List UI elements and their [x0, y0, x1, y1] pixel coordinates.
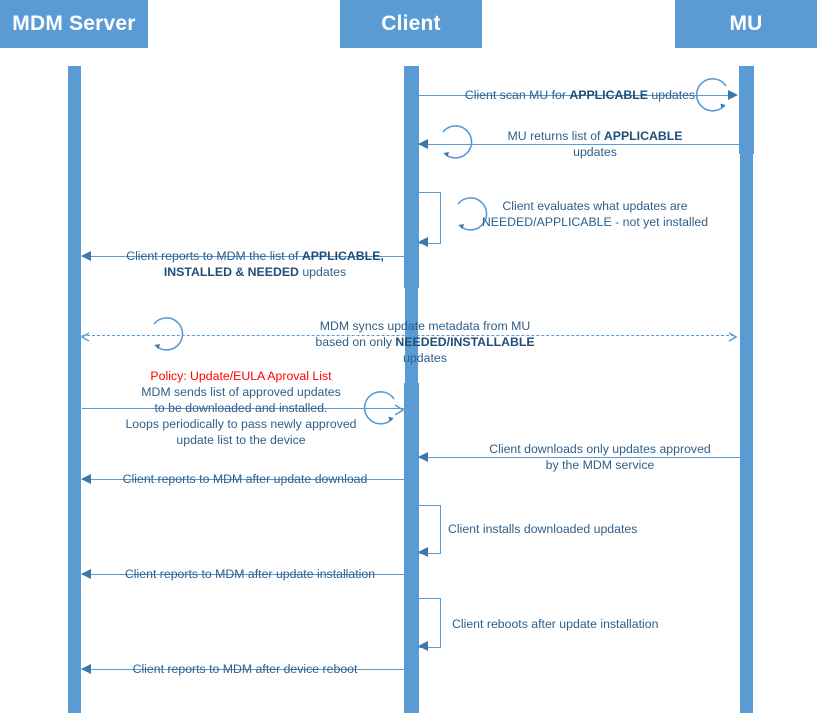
loop-icon-m5 [142, 312, 188, 358]
message-label-m7: Client downloads only updates approved by… [460, 441, 740, 473]
self-call-box-m11 [418, 598, 441, 648]
message-label-m8: Client reports to MDM after update downl… [110, 471, 380, 487]
message-text-line: Client reports to MDM after update insta… [124, 567, 376, 581]
arrow-head-m6 [392, 403, 405, 416]
arrow-head-m9 [418, 547, 428, 557]
loop-icon-m3 [446, 192, 492, 238]
actor-header-client: Client [340, 0, 482, 48]
activation-bar-client-scan [404, 66, 419, 288]
message-label-m11: Client reboots after update installation [452, 616, 682, 632]
arrow-head-m10 [81, 569, 91, 579]
message-text-line: Client reboots after update installation [452, 617, 659, 631]
message-line-m1 [419, 95, 733, 96]
lifeline-mdm-server [68, 66, 81, 713]
arrow-head-m7 [418, 452, 428, 462]
actor-header-mu: MU [675, 0, 817, 48]
message-label-m1: Client scan MU for APPLICABLE updates [440, 87, 720, 103]
message-text-line: Client scan MU for APPLICABLE updates [464, 88, 696, 102]
message-text-line: based on only NEEDED/INSTALLABLE updates [315, 335, 535, 365]
arrow-head-m4 [81, 251, 91, 261]
message-text-line: updates [573, 145, 617, 159]
arrow-head-m1 [728, 90, 738, 100]
message-text-line: Client downloads only updates approved [489, 442, 711, 456]
actor-label-mu: MU [729, 12, 763, 35]
message-label-m4: Client reports to MDM the list of APPLIC… [110, 248, 400, 280]
message-line-m2 [419, 144, 740, 145]
message-line-m12 [82, 669, 404, 670]
message-line-m6 [82, 408, 404, 409]
policy-annotation-m6: Policy: Update/EULA Aproval List [150, 369, 332, 383]
message-text-line: Client reports to MDM after device reboo… [132, 662, 358, 676]
message-line-m8 [82, 479, 404, 480]
loop-icon-m2 [431, 120, 477, 166]
message-label-m2: MU returns list of APPLICABLE updates [480, 128, 710, 160]
arrow-head-m5-right [726, 331, 738, 342]
arrow-head-m8 [81, 474, 91, 484]
message-label-m5: MDM syncs update metadata from MU based o… [295, 318, 555, 366]
arrow-head-m5-left [80, 331, 90, 342]
message-text-line: Client installs downloaded updates [448, 522, 638, 536]
self-call-box-m3 [418, 192, 441, 244]
message-line-m10 [82, 574, 404, 575]
arrow-head-m3 [418, 237, 428, 247]
message-text-line: by the MDM service [545, 458, 655, 472]
actor-label-client: Client [381, 12, 441, 35]
message-label-m10: Client reports to MDM after update insta… [110, 566, 390, 582]
arrow-head-m12 [81, 664, 91, 674]
message-label-m12: Client reports to MDM after device reboo… [110, 661, 380, 677]
message-text-line: NEEDED/APPLICABLE - not yet installed [481, 215, 709, 229]
self-call-box-m9 [418, 505, 441, 554]
arrow-head-m11 [418, 641, 428, 651]
message-line-m5 [82, 335, 734, 336]
message-text-line: to be downloaded and installed. [154, 401, 328, 415]
loop-icon-m1 [692, 72, 738, 118]
activation-bar-client-update [404, 383, 419, 713]
message-text-line: update list to the device [176, 433, 306, 447]
lifeline-mu [740, 66, 753, 713]
loop-icon-m6 [360, 385, 406, 431]
message-line-m4 [82, 256, 404, 257]
message-text-line: MU returns list of APPLICABLE [507, 129, 683, 143]
message-text-line: Client reports to MDM the list of APPLIC… [126, 249, 384, 263]
arrow-head-m2 [418, 139, 428, 149]
message-text-line: Loops periodically to pass newly approve… [125, 417, 357, 431]
actor-header-mdm-server: MDM Server [0, 0, 148, 48]
message-text-line: MDM sends list of approved updates [141, 385, 341, 399]
actor-label-mdm-server: MDM Server [12, 12, 136, 35]
message-text-line: MDM syncs update metadata from MU [319, 319, 531, 333]
message-label-m9: Client installs downloaded updates [448, 521, 668, 537]
message-line-m7 [419, 457, 740, 458]
activation-bar-mu-scan [739, 66, 754, 154]
message-text-line: Client evaluates what updates are [502, 199, 688, 213]
message-text-line: INSTALLED & NEEDED updates [163, 265, 347, 279]
message-text-line: Client reports to MDM after update downl… [122, 472, 368, 486]
